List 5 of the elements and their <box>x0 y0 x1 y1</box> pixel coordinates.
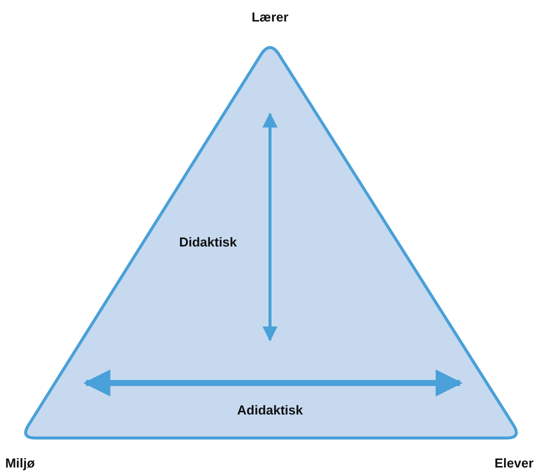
label: Lærer <box>252 10 288 24</box>
label: Adidaktisk <box>237 402 303 418</box>
label: Miljø <box>5 456 35 470</box>
label: Didaktisk <box>179 234 237 250</box>
label: Elever <box>494 456 534 470</box>
